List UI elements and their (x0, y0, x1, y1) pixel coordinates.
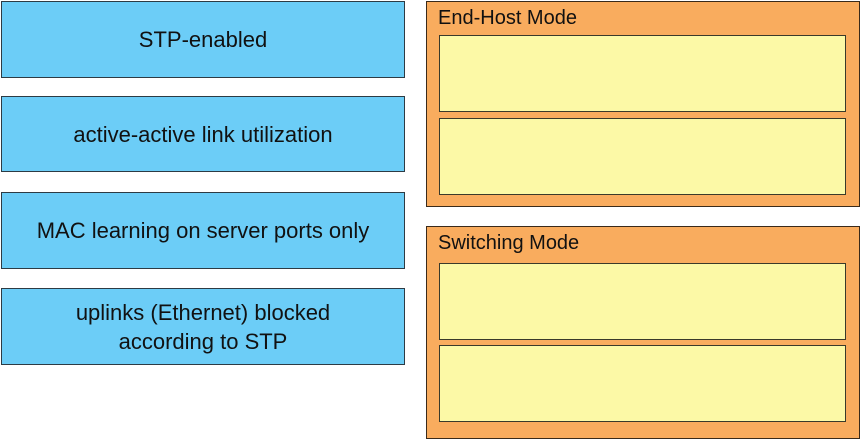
source-item-label: STP-enabled (138, 27, 268, 52)
drop-slot[interactable] (439, 118, 846, 195)
source-item-label: MAC learning on server ports only (36, 218, 370, 243)
drop-slot[interactable] (439, 263, 846, 340)
target-group-switching-mode: Switching Mode (426, 226, 860, 439)
source-item-label: active-active link utilization (73, 121, 333, 147)
drop-slot[interactable] (439, 35, 846, 112)
group-title: End-Host Mode (438, 7, 577, 29)
target-group-end-host-mode: End-Host Mode (426, 1, 860, 207)
source-item-stp-enabled[interactable]: STP-enabled (1, 1, 405, 78)
group-title: Switching Mode (438, 232, 580, 254)
drop-slot[interactable] (439, 345, 846, 422)
source-item-label: uplinks (Ethernet) blocked according to … (75, 299, 331, 354)
source-item-mac-learning[interactable]: MAC learning on server ports only (1, 192, 405, 269)
source-item-uplinks-blocked[interactable]: uplinks (Ethernet) blocked according to … (1, 288, 405, 365)
source-item-active-active-link[interactable]: active-active link utilization (1, 96, 405, 172)
